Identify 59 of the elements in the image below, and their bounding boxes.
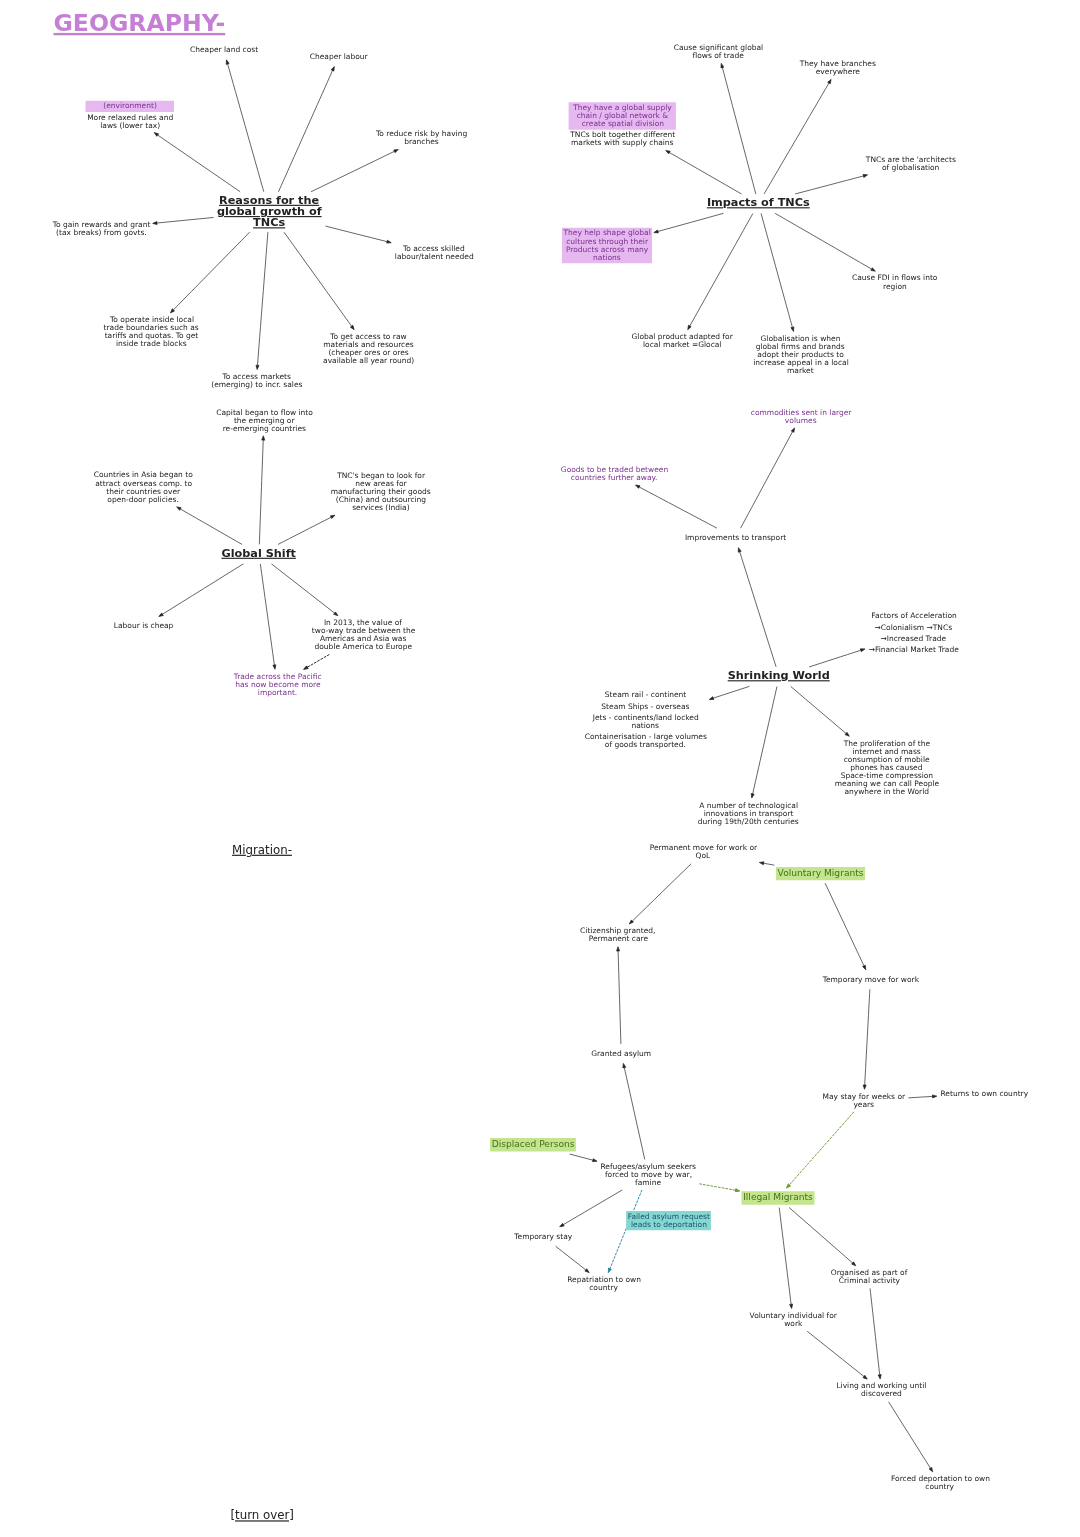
arrow bbox=[277, 514, 336, 545]
arrow bbox=[616, 946, 622, 1045]
arrow bbox=[559, 1189, 623, 1228]
arrow bbox=[260, 563, 277, 670]
arrow bbox=[271, 563, 339, 617]
node-text: Reasons for the global growth of TNCs bbox=[216, 193, 322, 230]
arrow bbox=[687, 213, 754, 330]
arrow bbox=[628, 863, 692, 925]
label: Migration- bbox=[232, 842, 292, 857]
node-box: Illegal Migrants bbox=[741, 1191, 815, 1205]
arrow bbox=[310, 149, 399, 193]
arrow bbox=[665, 150, 742, 195]
arrow bbox=[555, 1245, 590, 1273]
label: [turn over] bbox=[230, 1508, 294, 1523]
arrow bbox=[794, 174, 868, 195]
arrow bbox=[774, 213, 876, 272]
arrow bbox=[158, 563, 244, 617]
arrow bbox=[786, 1111, 855, 1189]
arrow bbox=[759, 861, 775, 866]
arrow bbox=[778, 1207, 793, 1309]
arrow bbox=[808, 648, 866, 668]
arrow bbox=[653, 213, 724, 234]
arrow bbox=[303, 653, 330, 670]
arrow bbox=[740, 427, 795, 529]
arrow bbox=[888, 1401, 934, 1473]
node-text: Impacts of TNCs bbox=[706, 196, 810, 210]
arrow bbox=[176, 506, 243, 545]
arrow bbox=[763, 79, 832, 195]
arrow bbox=[698, 1183, 741, 1193]
arrow bbox=[737, 547, 777, 668]
arrow bbox=[788, 1207, 857, 1267]
arrow bbox=[152, 217, 214, 225]
arrow bbox=[862, 988, 871, 1090]
arrow bbox=[622, 1063, 646, 1160]
arrow bbox=[170, 231, 251, 314]
diagram-title: GEOGRAPHY- bbox=[53, 8, 226, 37]
arrow bbox=[255, 231, 269, 370]
node-box: Voluntary Migrants bbox=[776, 866, 866, 881]
arrow bbox=[824, 882, 867, 971]
arrow bbox=[259, 435, 266, 545]
arrow bbox=[225, 59, 265, 193]
arrow bbox=[790, 686, 850, 737]
arrow bbox=[806, 1330, 868, 1380]
node-box: Displaced Persons bbox=[490, 1138, 576, 1152]
node-text: Shrinking World bbox=[727, 669, 830, 683]
node-text: Global Shift bbox=[221, 546, 296, 560]
arrow bbox=[908, 1094, 938, 1099]
arrow bbox=[720, 63, 757, 195]
arrow bbox=[569, 1153, 598, 1162]
arrow bbox=[708, 686, 750, 700]
arrow bbox=[750, 686, 778, 799]
arrow bbox=[760, 213, 795, 332]
arrow bbox=[283, 231, 355, 331]
arrow bbox=[869, 1288, 882, 1380]
arrow bbox=[635, 484, 718, 529]
arrow bbox=[607, 1189, 643, 1274]
arrow bbox=[278, 66, 335, 193]
arrow bbox=[153, 132, 241, 193]
arrow bbox=[325, 225, 392, 244]
